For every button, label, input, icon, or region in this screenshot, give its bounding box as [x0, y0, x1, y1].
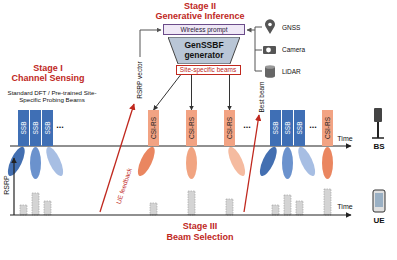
beam-lobe: [43, 145, 66, 179]
beam-arrow: [229, 75, 230, 110]
rsrp-bar: [324, 189, 331, 215]
generator-trapezoid: GenSSBF generator: [168, 37, 240, 64]
node-text: Wireless prompt: [181, 26, 228, 33]
bs-icon: [372, 137, 384, 139]
signal-label: RSRP vector: [136, 61, 143, 98]
sensor-line: [247, 30, 255, 31]
beam-lobe: [135, 145, 158, 179]
rsrp-bar: [226, 199, 233, 215]
rsrp-bar: [296, 201, 303, 215]
feedback-arrow: [100, 104, 134, 212]
beam-lobe: [186, 147, 197, 179]
csi-rs-block: CSI-RS: [224, 110, 235, 146]
feedback-label: UE feedback: [115, 167, 134, 205]
node-text: SSB: [44, 121, 51, 134]
rsrp-bar: [20, 205, 27, 215]
beam-lobe: [30, 147, 41, 179]
rsrp-bar: [150, 203, 157, 215]
prompt-box: Wireless prompt: [163, 24, 245, 35]
axis-label: Time: [337, 203, 352, 211]
sensor-line: [255, 50, 262, 51]
device-label: UE: [373, 216, 384, 225]
beam-arrow: [191, 75, 192, 110]
camera-icon: [263, 46, 276, 54]
ellipsis: ...: [56, 120, 64, 130]
stage-title: Channel Sensing: [11, 73, 84, 83]
sensor-label: GNSS: [282, 24, 300, 31]
rsrp-bar: [32, 193, 39, 215]
ssb-block: SSB: [294, 110, 305, 146]
beam-lobe: [257, 145, 280, 179]
node-text: GenSSBF generator: [177, 41, 231, 60]
sensor-line: [255, 27, 256, 71]
node-text: CSI-RS: [150, 117, 157, 139]
ellipsis: ...: [243, 120, 251, 130]
beam-lobe: [225, 145, 248, 179]
rsrp-bar: [188, 191, 195, 215]
beam-lobe: [295, 145, 318, 179]
axis-label: RSRP: [3, 175, 11, 194]
beam-lobe: [282, 147, 293, 179]
rsrp-bar: [284, 195, 291, 215]
ue-icon: [373, 190, 385, 212]
signal-label: Best beam: [258, 81, 265, 112]
node-text: SSB: [272, 121, 279, 134]
prompt-input-line: [140, 30, 161, 57]
node-text: SSB: [32, 121, 39, 134]
rsrp-bar: [44, 201, 51, 215]
stage-title: Beam Selection: [166, 232, 233, 242]
node-text: Site-specific beams: [180, 66, 236, 73]
beam-lobe: [322, 147, 333, 179]
bs-icon: [374, 108, 382, 122]
beam-lobe: [5, 145, 28, 179]
stage-heading: Stage II: [184, 1, 216, 11]
rsrp-bar: [272, 205, 279, 215]
csi-rs-block: CSI-RS: [186, 110, 197, 146]
node-text: SSB: [284, 121, 291, 134]
ssb-block: SSB: [18, 110, 29, 146]
node-text: SSB: [296, 121, 303, 134]
feedback-arrow: [244, 115, 259, 212]
gnss-icon: [268, 23, 272, 27]
ssb-block: SSB: [270, 110, 281, 146]
csi-rs-block: CSI-RS: [322, 110, 333, 146]
ssb-block: SSB: [42, 110, 53, 146]
camera-icon: [266, 48, 271, 53]
node-text: CSI-RS: [226, 117, 233, 139]
sensor-label: LiDAR: [282, 68, 301, 75]
device-label: BS: [373, 142, 384, 151]
ssb-block: SSB: [282, 110, 293, 146]
stage-note: Standard DFT / Pre-trained Site-Specific…: [2, 89, 102, 103]
node-text: SSB: [20, 121, 27, 134]
stage-heading: Stage I: [33, 63, 63, 73]
trapezoid-shape: [168, 37, 240, 64]
stage-title: Generative Inference: [155, 11, 244, 21]
beam-arrow: [154, 75, 181, 110]
ellipsis: ...: [309, 120, 317, 130]
gnss-icon: [265, 19, 275, 34]
lidar-icon: [265, 74, 275, 78]
node-text: CSI-RS: [324, 117, 331, 139]
rsrp-axis: [13, 158, 14, 215]
ssb-block: SSB: [30, 110, 41, 146]
sensor-line: [255, 27, 262, 28]
axis-label: Time: [337, 135, 352, 143]
sensor-label: Camera: [282, 46, 305, 53]
lidar-icon: [265, 65, 275, 69]
csi-rs-block: CSI-RS: [148, 110, 159, 146]
time-axis: [10, 214, 351, 215]
stage-heading: Stage III: [183, 221, 218, 231]
beam-set-box: Site-specific beams: [176, 65, 241, 75]
sensor-line: [255, 71, 262, 72]
node-text: CSI-RS: [188, 117, 195, 139]
ue-icon: [375, 193, 383, 207]
